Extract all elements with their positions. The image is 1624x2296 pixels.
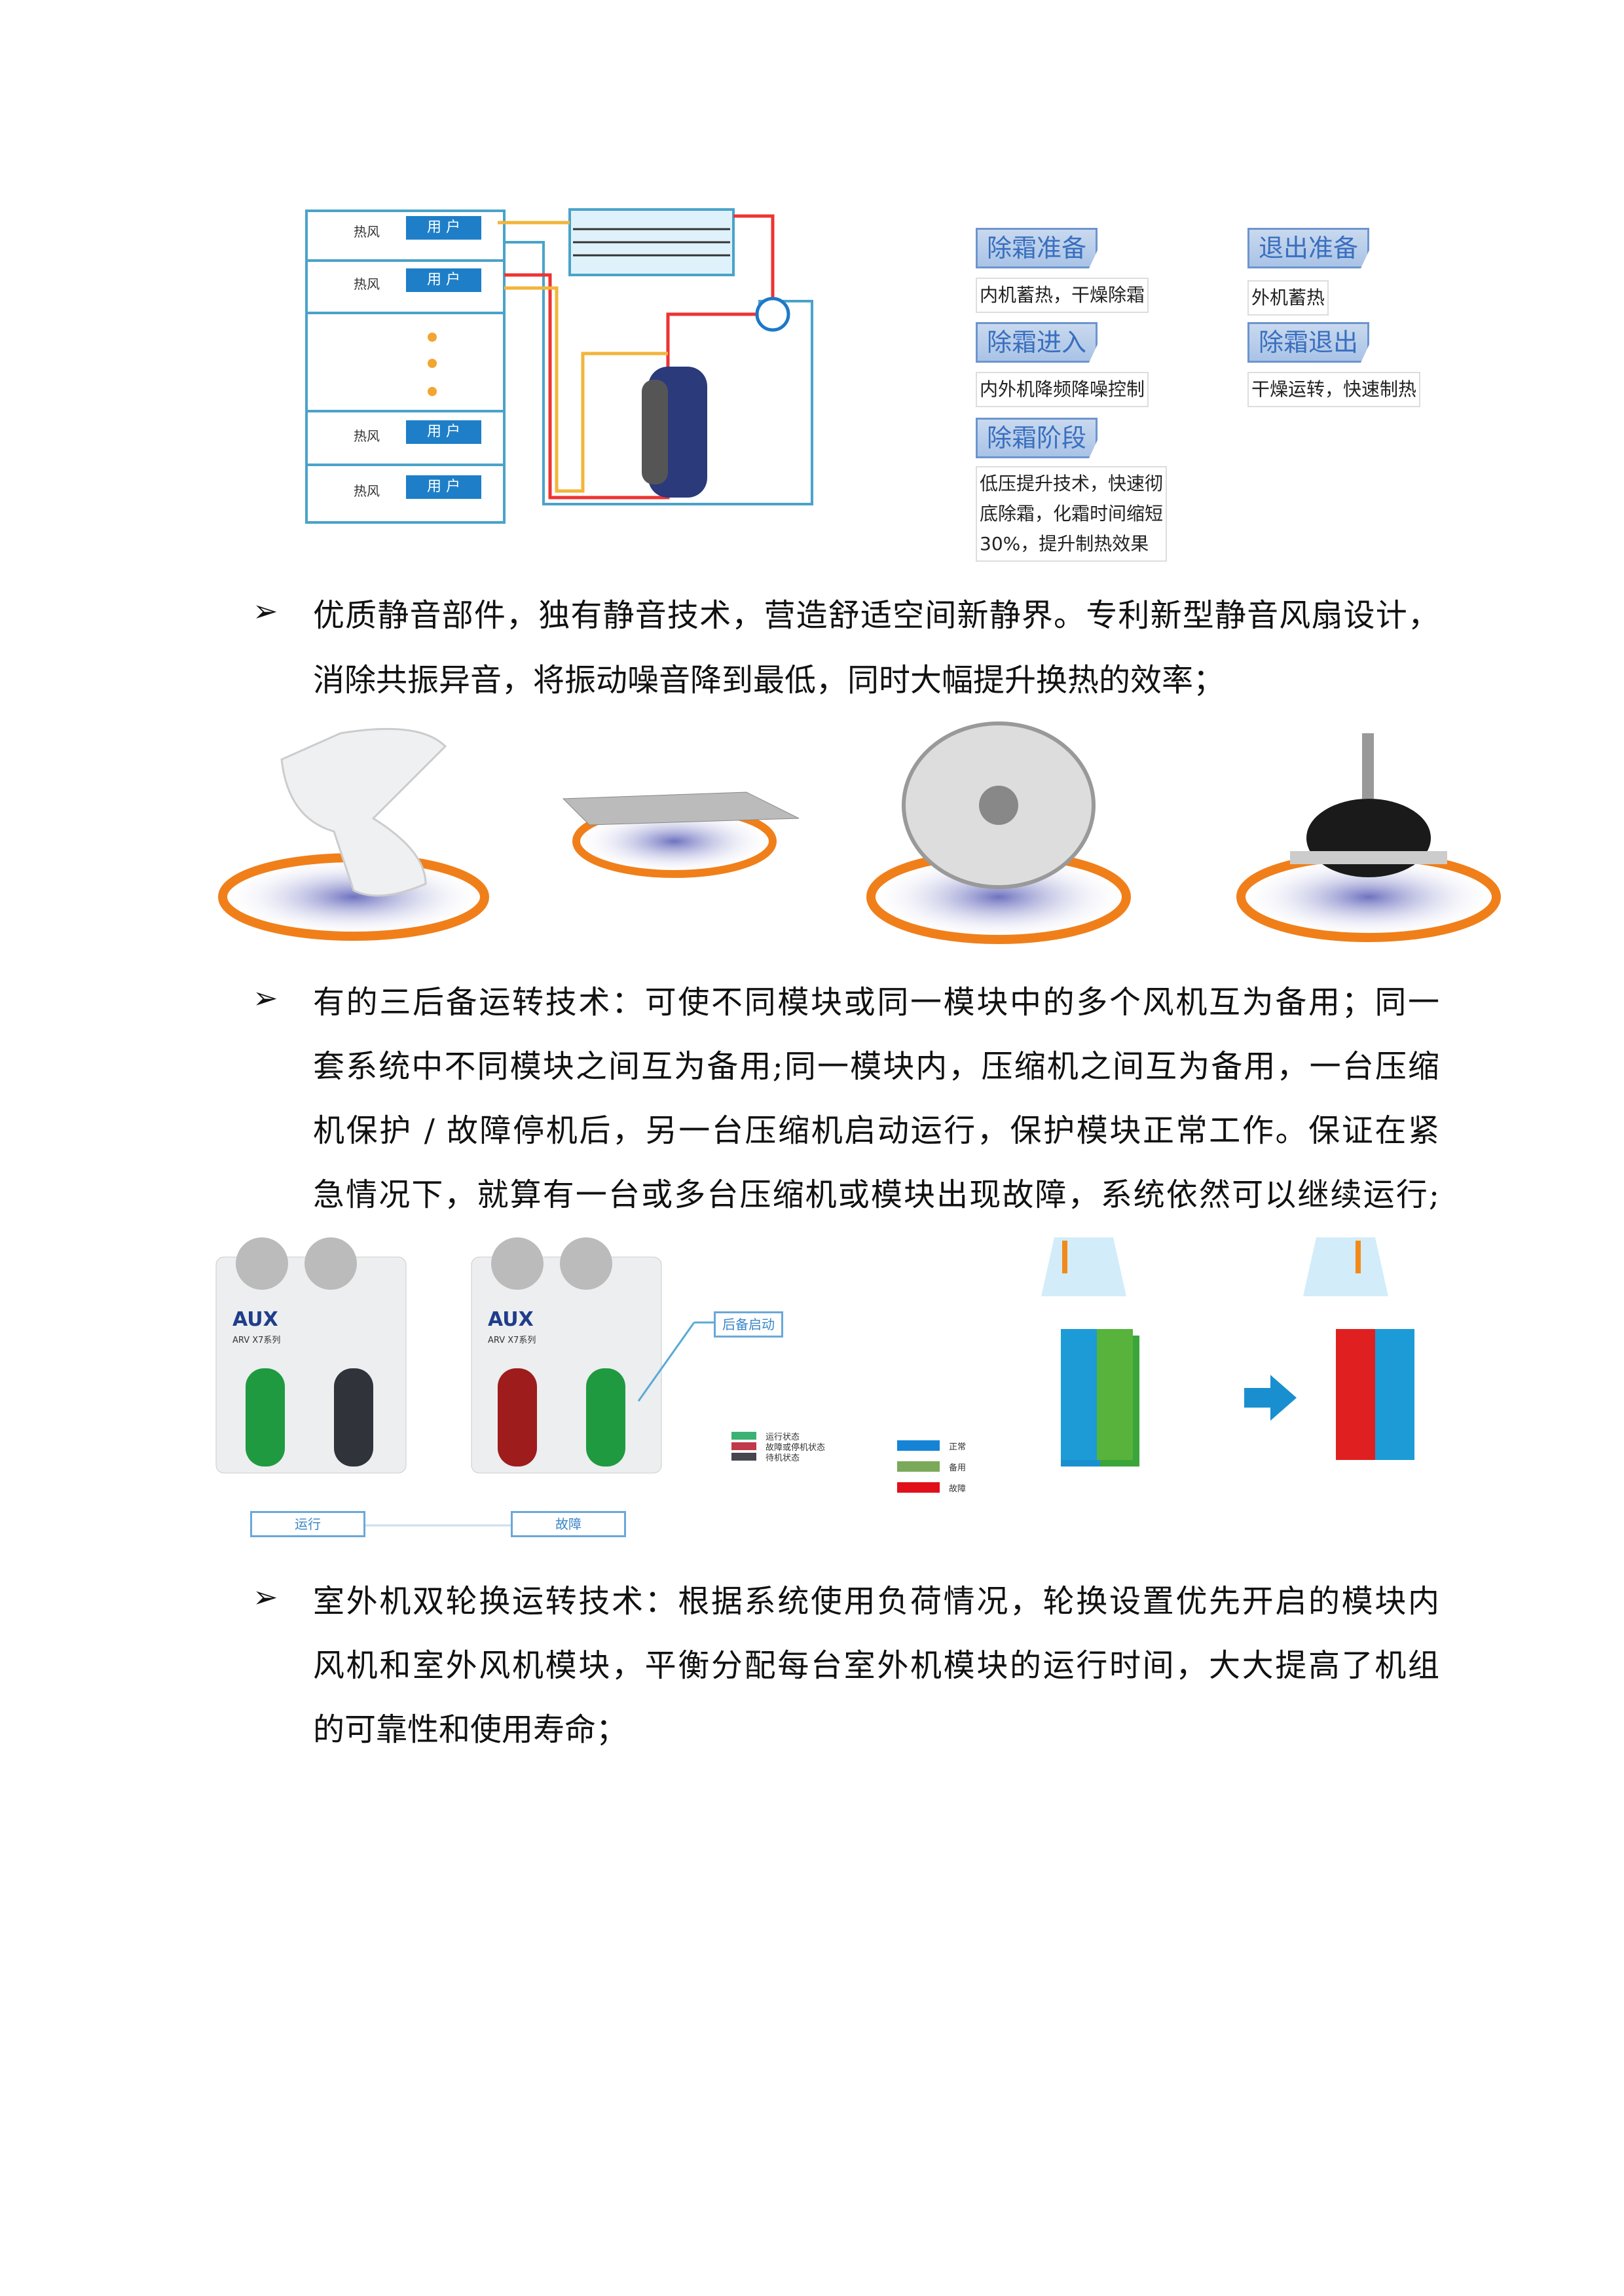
hot-air-label: 热风 <box>354 224 380 240</box>
backup-start-label: 后备启动 <box>714 1311 783 1338</box>
fan-motor-image <box>1236 733 1501 942</box>
run-label: 运行 <box>250 1511 365 1537</box>
paragraph-line: 优质静音部件，独有静音技术，营造舒适空间新静界。专利新型静音风扇设计， <box>313 597 1439 634</box>
paragraph-line: 有的三后备运转技术：可使不同模块或同一模块中的多个风机互为备用；同一 <box>313 984 1439 1021</box>
legend-swatch <box>731 1442 756 1450</box>
stage-desc-line: 低压提升技术，快速彻 <box>980 473 1164 494</box>
legend-label: 待机状态 <box>766 1453 800 1463</box>
defrost-circuit-diagram <box>305 208 813 524</box>
legend-swatch <box>897 1482 940 1493</box>
stage-title: 除霜准备 <box>976 228 1098 268</box>
legend-label: 运行状态 <box>766 1432 800 1442</box>
fan-grille-image <box>866 721 1131 944</box>
model-label: ARV X7系列 <box>232 1336 281 1345</box>
legend-label: 正常 <box>949 1442 967 1452</box>
compressor-state-legend: 运行状态 故障或停机状态 待机状态 <box>731 1430 826 1463</box>
user-label: 用 户 <box>406 216 481 240</box>
stage-desc-line: 30%，提升制热效果 <box>980 533 1149 555</box>
fan-blade-image <box>218 727 489 941</box>
legend-label: 故障 <box>949 1484 967 1494</box>
legend-label: 故障或停机状态 <box>766 1442 826 1453</box>
bullet-icon: ➢ <box>253 980 278 1015</box>
paragraph-line: 套系统中不同模块之间互为备用;同一模块内，压缩机之间互为备用，一台压缩 <box>313 1048 1439 1085</box>
legend-swatch <box>897 1440 940 1451</box>
silent-panel-image <box>562 792 800 878</box>
stage-title: 除霜退出 <box>1247 322 1370 363</box>
backup-compressor-illustration <box>215 1237 1414 1527</box>
paragraph-line: 室外机双轮换运转技术：根据系统使用负荷情况，轮换设置优先开启的模块内 <box>313 1583 1439 1620</box>
stage-desc: 内机蓄热，干燥除霜 <box>976 278 1149 313</box>
legend-label: 备用 <box>949 1463 967 1473</box>
hot-air-label: 热风 <box>354 276 380 292</box>
user-label: 用 户 <box>406 420 481 444</box>
stage-desc-line: 底除霜，化霜时间缩短 <box>980 503 1164 524</box>
silent-components-images <box>218 721 1501 944</box>
stage-desc: 干燥运转，快速制热 <box>1247 372 1421 407</box>
rotating-unit-2 <box>1336 1329 1375 1460</box>
legend-swatch <box>731 1453 756 1461</box>
bullet-icon: ➢ <box>253 593 278 629</box>
stage-title: 除霜进入 <box>976 322 1098 363</box>
paragraph-line: 急情况下，就算有一台或多台压缩机或模块出现故障，系统依然可以继续运行; <box>313 1176 1439 1213</box>
stage-title: 退出准备 <box>1247 228 1370 268</box>
hot-air-label: 热风 <box>354 483 380 499</box>
stage-desc: 内外机降频降噪控制 <box>976 372 1149 407</box>
paragraph-line: 的可靠性和使用寿命； <box>313 1711 628 1748</box>
arrow-right-icon <box>1244 1375 1297 1421</box>
stage-desc: 低压提升技术，快速彻 底除霜，化霜时间缩短 30%，提升制热效果 <box>976 466 1168 562</box>
module-state-legend: 正常 备用 故障 <box>897 1435 966 1498</box>
fault-label: 故障 <box>511 1511 626 1537</box>
paragraph-line: 机保护 / 故障停机后，另一台压缩机启动运行，保护模块正常工作。保证在紧 <box>313 1112 1439 1149</box>
model-label: ARV X7系列 <box>488 1336 536 1345</box>
user-label: 用 户 <box>406 475 481 499</box>
paragraph-line: 风机和室外风机模块，平衡分配每台室外机模块的运行时间，大大提高了机组 <box>313 1647 1439 1684</box>
brand-logo: AUX <box>488 1308 534 1331</box>
paragraph-line: 消除共振异音，将振动噪音降到最低，同时大幅提升换热的效率； <box>313 662 1225 699</box>
stage-title: 除霜阶段 <box>976 418 1098 458</box>
hot-air-label: 热风 <box>354 428 380 444</box>
outdoor-unit-running <box>215 1237 407 1474</box>
legend-swatch <box>731 1432 756 1440</box>
legend-swatch <box>897 1461 940 1472</box>
bullet-icon: ➢ <box>253 1579 278 1614</box>
brand-logo: AUX <box>232 1308 278 1331</box>
stage-desc: 外机蓄热 <box>1247 280 1329 316</box>
user-label: 用 户 <box>406 268 481 292</box>
outdoor-unit-fault <box>471 1237 662 1474</box>
